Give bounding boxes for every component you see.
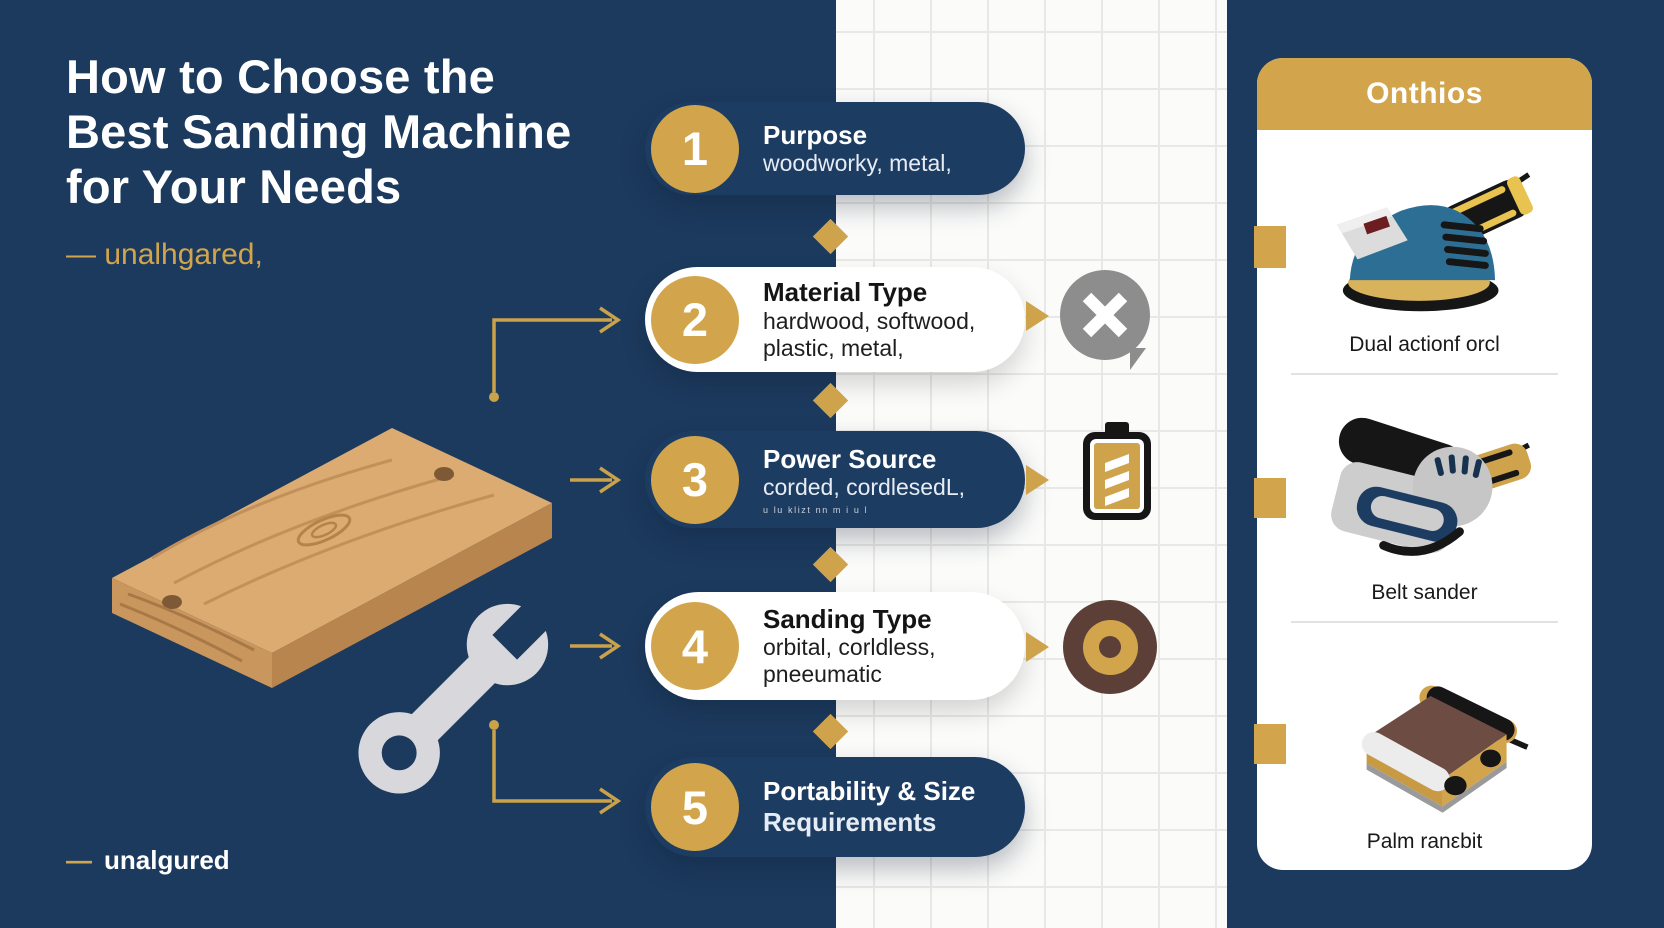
footer-dash: —	[66, 845, 92, 875]
step-5-number-badge: 5	[651, 763, 739, 851]
belt-sander-illustration	[1330, 417, 1531, 556]
sanding-disc-ring	[1082, 619, 1138, 675]
step-2-title: Material Type	[763, 277, 928, 308]
step-1-line: woodworky, metal,	[763, 150, 952, 177]
title-line-3: for Your Needs	[66, 159, 402, 213]
step-3-line: corded, cordlesedL,	[763, 474, 966, 501]
step-5-pill: 5 Portability & Size Requirements	[645, 757, 1025, 857]
subtitle: — unalhgared,	[66, 238, 263, 271]
step-3-title: Power Source	[763, 443, 937, 474]
panel-tab-1	[1254, 226, 1286, 268]
wrench-illustration	[328, 572, 580, 824]
wrench-svg	[358, 589, 563, 794]
panel-divider-2	[1291, 621, 1558, 623]
triangle-pointer-step4	[1026, 632, 1049, 662]
product-label-dual-action: Dual actionf orcl	[1349, 333, 1500, 356]
step-2-number-badge: 2	[651, 275, 739, 364]
product-belt-sander: Belt sander	[1257, 375, 1592, 621]
x-circle-tail	[1130, 348, 1146, 370]
step-2-line-2: plastic, metal,	[763, 334, 904, 361]
palm-sander-illustration	[1361, 685, 1529, 813]
step-5-title: Portability & Size	[763, 776, 976, 807]
title-line-1: How to Choose the	[66, 50, 495, 103]
triangle-pointer-step2	[1026, 301, 1049, 331]
step-1-pill: 1 Purpose woodworky, metal,	[645, 102, 1025, 195]
x-mark-svg	[1060, 270, 1150, 360]
product-label-palm-sander: Palm ranεbit	[1366, 830, 1483, 853]
step-2-pill: 2 Material Type hardwood, softwood, plas…	[645, 267, 1025, 372]
step-5-line: Requirements	[763, 807, 937, 837]
wood-plank-svg	[112, 428, 552, 688]
sanding-disc-hole	[1099, 636, 1121, 658]
step-2-line-1: hardwood, softwood,	[763, 307, 976, 334]
step-3-number-badge: 3	[651, 435, 739, 524]
panel-divider-1	[1291, 373, 1558, 375]
step-3-pill: 3 Power Source corded, cordlesedL, u lu …	[645, 431, 1025, 528]
step-4-title: Sanding Type	[763, 603, 932, 634]
x-circle-icon	[1060, 270, 1150, 370]
footer-label: unalgured	[104, 845, 230, 875]
step-4-line-2: pneeumatic	[763, 661, 882, 688]
panel-header: Onthios	[1257, 58, 1592, 130]
page-title: How to Choose the Best Sanding Machine f…	[66, 50, 626, 215]
panel-tab-2	[1254, 478, 1286, 518]
wood-plank-illustration	[92, 398, 572, 698]
title-line-2: Best Sanding Machine	[66, 104, 572, 158]
battery-icon	[1083, 422, 1151, 520]
panel-tab-3	[1254, 724, 1286, 764]
sanding-disc-icon	[1063, 600, 1157, 694]
battery-svg	[1083, 422, 1151, 520]
product-dual-action-sander: Dual actionf orcl	[1257, 130, 1592, 373]
step-4-line-1: orbital, corldless,	[763, 634, 936, 661]
product-panel: Onthios	[1257, 58, 1592, 870]
step-4-number-badge: 4	[651, 602, 739, 690]
footer-caption: — unalgured	[66, 845, 230, 876]
product-label-belt-sander: Belt sander	[1371, 581, 1478, 604]
triangle-pointer-step3	[1026, 465, 1049, 495]
step-1-number-badge: 1	[651, 104, 739, 193]
step-1-title: Purpose	[763, 119, 868, 150]
step-4-pill: 4 Sanding Type orbital, corldless, pneeu…	[645, 592, 1025, 700]
dual-action-sander-illustration	[1336, 172, 1533, 312]
step-3-fineprint: u lu klizt nn m i u l	[763, 504, 869, 515]
product-palm-sander: Palm ranεbit	[1257, 623, 1592, 870]
